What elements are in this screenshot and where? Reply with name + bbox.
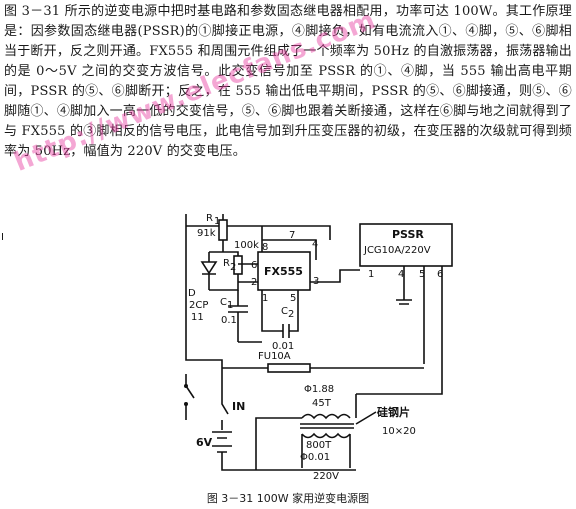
diode-d — [200, 261, 218, 275]
c2-sub: 2 — [288, 309, 294, 320]
core-size: 10×20 — [382, 426, 416, 437]
pssr-pin-5: 5 — [419, 269, 425, 280]
power-switch — [185, 374, 195, 420]
c2-value: 0.01 — [272, 341, 294, 352]
pssr-model: JCG10A/220V — [363, 245, 431, 256]
r2-sub: 2 — [230, 262, 236, 273]
ic-pin-7: 7 — [289, 230, 295, 241]
top-rail-wire — [185, 214, 331, 240]
ic-pin-1: 1 — [262, 293, 268, 304]
secondary-turns: 800T — [306, 440, 332, 451]
pssr-relay — [359, 223, 453, 267]
r1-sub: 1 — [214, 216, 220, 227]
c1-value: 0.1 — [221, 315, 237, 326]
pssr-pin-4: 4 — [398, 269, 404, 280]
diode-label: D — [188, 288, 196, 299]
output-label: 220V — [313, 471, 339, 482]
description-paragraph: 图 3－31 所示的逆变电源中把时基电路和参数固态继电器相配用，功率可达 100… — [4, 4, 572, 159]
transformer-primary — [255, 394, 357, 470]
r2-value: 100k — [234, 240, 259, 251]
secondary-wire: Φ0.01 — [300, 452, 330, 463]
ic-pin-5: 5 — [290, 293, 296, 304]
core-label: 硅钢片 — [377, 405, 410, 419]
transformer-core — [300, 423, 354, 429]
figure-caption: 图 3－31 100W 家用逆变电源图 — [206, 492, 370, 505]
diode-value-2: 11 — [191, 312, 204, 323]
ic-pin-6: 6 — [251, 260, 257, 271]
switch-label: IN — [232, 400, 245, 413]
battery-label: 6V — [196, 436, 213, 449]
c1-label: C — [220, 297, 227, 308]
r1-label: R — [206, 213, 213, 224]
fuse-label: FU10A — [258, 351, 291, 362]
description-text: 图 3－31 所示的逆变电源中把时基电路和参数固态继电器相配用，功率可达 100… — [4, 2, 572, 162]
primary-wire: Φ1.88 — [304, 384, 334, 395]
capacitor-c2 — [282, 324, 290, 338]
diode-value: 2CP — [189, 300, 208, 311]
battery-6v — [212, 431, 232, 453]
ic-pin-4: 4 — [312, 239, 318, 250]
c1-sub: 1 — [227, 300, 233, 311]
ic-pin-8: 8 — [262, 242, 268, 253]
pssr-pin-1: 1 — [368, 269, 374, 280]
pssr-name: PSSR — [392, 228, 424, 241]
r2-label: R — [223, 258, 230, 269]
left-margin-mark: I — [1, 232, 4, 243]
r1-value: 91k — [197, 228, 216, 239]
fuse-fu10a — [267, 363, 311, 373]
ic-fx555 — [257, 251, 311, 291]
pssr-pin-6: 6 — [437, 269, 443, 280]
transformer-secondary — [301, 432, 351, 452]
ground-rail-wire — [185, 226, 262, 374]
ic-name: FX555 — [264, 265, 303, 278]
primary-turns: 45T — [312, 398, 332, 409]
c2-label: C — [281, 306, 288, 317]
